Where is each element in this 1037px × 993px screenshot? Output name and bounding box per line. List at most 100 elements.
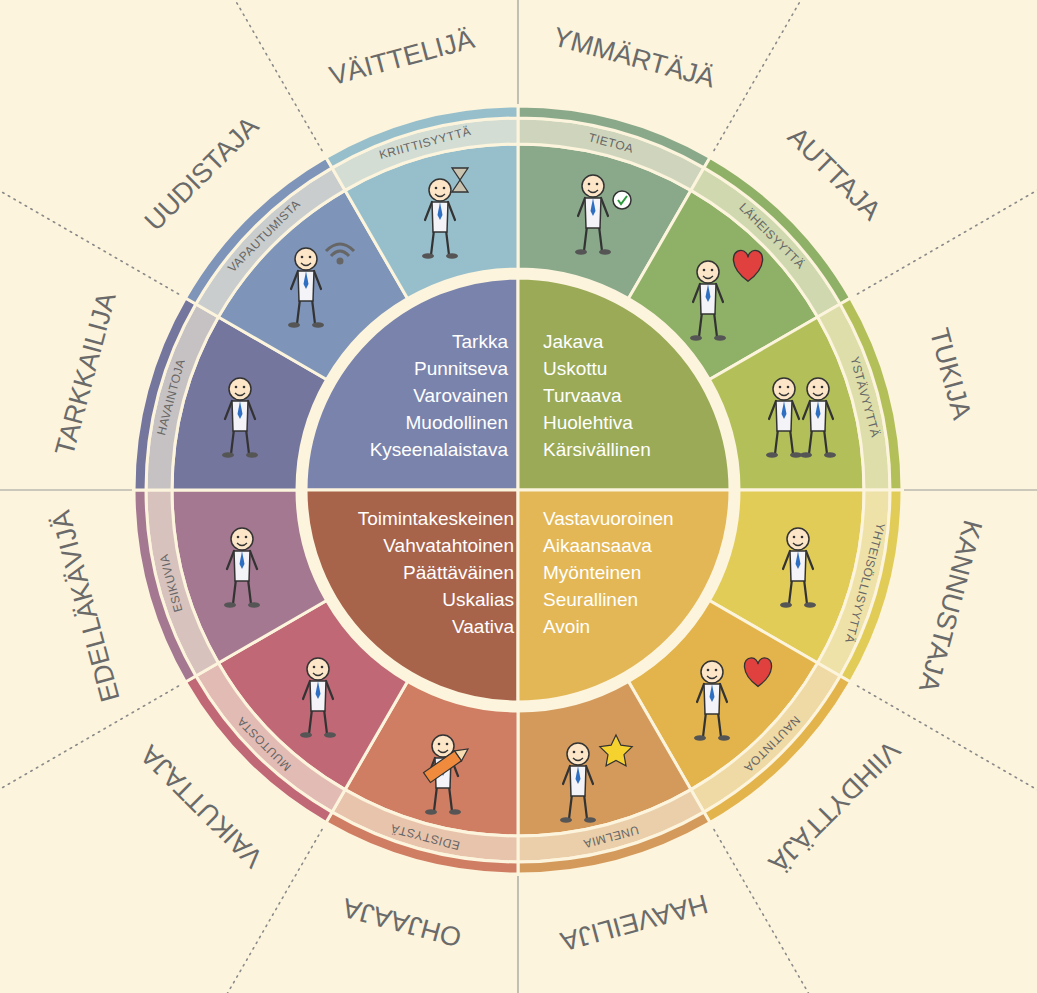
dotted-divider (714, 830, 828, 993)
trait-word: Uskottu (543, 355, 651, 382)
trait-word: Varovainen (370, 382, 508, 409)
segment-fill (218, 601, 407, 790)
axis-line (904, 489, 1037, 490)
trait-list: JakavaUskottuTurvaavaHuolehtivaKärsiväll… (543, 328, 651, 463)
hourglass-icon (452, 168, 468, 192)
segment-band (818, 490, 890, 676)
segment-fill (218, 190, 407, 379)
value-keyword: TIETOA (587, 131, 635, 155)
axis-line (0, 489, 132, 490)
stick-figure (288, 248, 324, 328)
check-sign (613, 191, 631, 209)
trait-word: Seurallinen (543, 586, 674, 613)
role-label: VÄITTELIJÄ (327, 26, 477, 91)
stick-figure (575, 175, 611, 255)
segment-fill (629, 190, 818, 379)
segment-fill (629, 601, 818, 790)
segment-fill (518, 681, 691, 836)
segment-rim (518, 812, 710, 874)
value-keyword: NAUTINTOA (742, 714, 803, 775)
stick-figure (780, 528, 816, 608)
value-keyword: KRIITTISYYTTÄ (378, 125, 472, 161)
trait-list: VastavuoroinenAikaansaavaMyönteinenSeura… (543, 505, 674, 640)
dotted-divider (0, 686, 179, 800)
trait-word: Avoin (543, 613, 674, 640)
stick-figure (694, 661, 730, 741)
heart-icon (733, 250, 762, 281)
role-label: YMMÄRTÄJÄ (550, 24, 717, 93)
role-label: HAAVEILIJA (557, 889, 710, 954)
value-keyword: HAVAINTOJA (155, 358, 187, 437)
segment-rim (518, 106, 710, 168)
trait-list: TarkkaPunnitsevaVarovainenMuodollinenKys… (370, 328, 508, 463)
trait-word: Myönteinen (543, 559, 674, 586)
role-label: AUTTAJA (783, 123, 886, 226)
quadrant-fill (518, 490, 730, 702)
trait-word: Aikaansaava (543, 532, 674, 559)
trait-word: Turvaava (543, 382, 651, 409)
trait-word: Toimintakeskeinen (358, 505, 514, 532)
segment-fill (345, 144, 518, 299)
role-label: TUKIJA (925, 326, 975, 423)
role-label: UUDISTAJA (140, 112, 264, 236)
role-label: EDELLÄKÄVIJÄ (48, 507, 125, 704)
segment-rim (134, 490, 196, 682)
segment-rim (840, 490, 902, 682)
trait-word: Kyseenalaistava (370, 436, 508, 463)
heart-icon (744, 658, 771, 687)
quadrant-fill (306, 278, 518, 490)
segment-rim (134, 298, 196, 490)
role-label: TARKKAILIJA (51, 290, 120, 459)
role-label: OHJAAJA (340, 893, 464, 951)
role-label: VAIKUTTAJA (136, 740, 268, 872)
segment-band (518, 118, 704, 190)
trait-word: Uskalias (358, 586, 514, 613)
value-keyword: ESIKUVIA (158, 553, 185, 613)
segment-rim (840, 298, 902, 490)
segment-fill (518, 144, 691, 299)
value-keyword: UNELMIA (582, 824, 640, 850)
value-keyword: YHTEISÖLLISYYTTÄ (843, 521, 887, 644)
trait-list: ToimintakeskeinenVahvatahtoinenPäättäväi… (358, 505, 514, 640)
segment-fill (345, 681, 518, 836)
value-keyword: VAPAUTUMISTA (226, 198, 303, 275)
role-label: VIIHDYTTÄJÄ (764, 736, 905, 877)
trait-word: Kärsivällinen (543, 436, 651, 463)
dotted-divider (858, 686, 1037, 800)
dotted-divider (714, 0, 828, 151)
dotted-divider (0, 180, 179, 294)
quadrant-fill (518, 278, 730, 490)
quadrant-fill (306, 490, 518, 702)
dotted-divider (858, 180, 1037, 294)
trait-word: Jakava (543, 328, 651, 355)
segment-band (332, 118, 518, 190)
trait-word: Tarkka (370, 328, 508, 355)
